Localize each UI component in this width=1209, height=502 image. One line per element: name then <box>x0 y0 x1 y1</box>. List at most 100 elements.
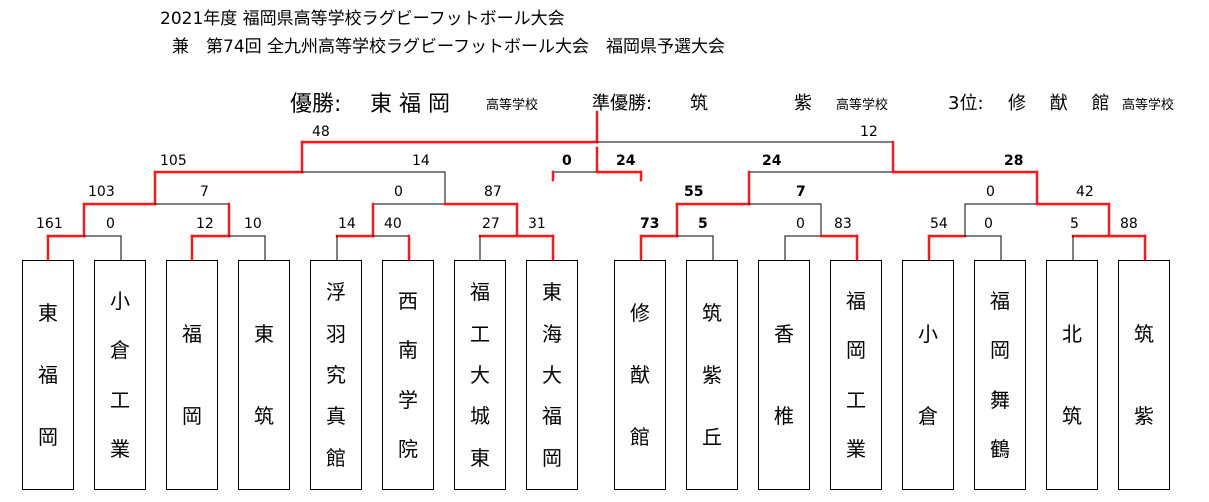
team-name-char: 大 <box>542 362 562 387</box>
team-box: 筑紫丘 <box>686 260 738 490</box>
team-name-char: 岡 <box>38 425 58 449</box>
score-r1-4a: 27 <box>482 216 500 232</box>
champion-label: 優勝: <box>290 92 342 117</box>
team-name-char: 東 <box>254 321 274 346</box>
team-box: 香椎 <box>758 260 810 490</box>
score-left-q2-a: 0 <box>394 184 403 200</box>
team-name-char: 福 <box>542 404 562 429</box>
team-box: 修猷館 <box>614 260 666 490</box>
score-right-q2-a: 0 <box>986 184 995 200</box>
team-name-char: 北 <box>1062 321 1082 346</box>
team-box: 小倉 <box>902 260 954 490</box>
team-name-char: 猷 <box>630 363 650 387</box>
score-r2-3b: 0 <box>984 216 993 232</box>
team-box: 東筑 <box>238 260 290 490</box>
score-left-q1-b: 7 <box>200 184 209 200</box>
team-name-char: 紫 <box>1134 404 1154 429</box>
team-name-char: 東 <box>38 301 58 325</box>
score-r2-4a: 5 <box>1070 216 1079 232</box>
team-name-char: 倉 <box>110 338 130 363</box>
score-r2-1b: 5 <box>698 216 708 232</box>
score-third-b: 24 <box>616 153 636 169</box>
score-r1-3a: 14 <box>338 216 356 232</box>
score-r2-4b: 88 <box>1120 216 1138 232</box>
team-name-char: 工 <box>846 387 866 412</box>
score-r1-1a: 161 <box>36 216 63 232</box>
team-name-char: 南 <box>398 338 418 363</box>
team-name-char: 丘 <box>702 425 722 449</box>
score-r2-2a: 0 <box>796 216 805 232</box>
team-name-char: 業 <box>110 437 130 462</box>
team-name-char: 福 <box>990 288 1010 313</box>
team-name-char: 福 <box>846 288 866 313</box>
team-name-char: 筑 <box>702 301 722 325</box>
team-name-char: 業 <box>846 437 866 462</box>
score-left-semi-a: 105 <box>160 153 187 169</box>
team-name-char: 館 <box>326 445 346 470</box>
score-left-q1-a: 103 <box>88 184 115 200</box>
title-line-1: 2021年度 福岡県高等学校ラグビーフットボール大会 <box>160 9 565 29</box>
team-name-char: 福 <box>38 363 58 387</box>
team-name-char: 岡 <box>542 445 562 470</box>
team-name-char: 鶴 <box>990 437 1010 462</box>
score-right-q1-b: 7 <box>796 184 806 200</box>
team-name-char: 岡 <box>990 338 1010 363</box>
score-r2-1a: 73 <box>640 216 660 232</box>
team-name-char: 東 <box>470 445 490 470</box>
score-r1-4b: 31 <box>528 216 546 232</box>
team-name-char: 紫 <box>702 363 722 387</box>
team-box: 東海大福岡 <box>526 260 578 490</box>
team-box: 福岡舞鶴 <box>974 260 1026 490</box>
score-r1-2b: 10 <box>244 216 262 232</box>
team-name-char: 福 <box>470 280 490 305</box>
team-name-char: 舞 <box>990 387 1010 412</box>
team-name-char: 筑 <box>254 404 274 429</box>
team-box: 東福岡 <box>22 260 74 490</box>
score-r2-2b: 83 <box>834 216 852 232</box>
score-right-q2-b: 42 <box>1076 184 1094 200</box>
score-right-semi-b: 28 <box>1004 153 1024 169</box>
team-name-char: 真 <box>326 404 346 429</box>
team-name-char: 大 <box>470 362 490 387</box>
team-box: 西南学院 <box>382 260 434 490</box>
team-name-char: 浮 <box>326 280 346 305</box>
score-left-semi-b: 14 <box>412 153 430 169</box>
team-name-char: 院 <box>398 437 418 462</box>
team-name-char: 小 <box>110 288 130 313</box>
team-name-char: 修 <box>630 301 650 325</box>
runner-up-suffix: 高等学校 <box>836 98 889 113</box>
team-name-char: 西 <box>398 288 418 313</box>
score-r1-3b: 40 <box>384 216 402 232</box>
team-name-char: 工 <box>110 387 130 412</box>
score-third-a: 0 <box>562 153 572 169</box>
score-r1-2a: 12 <box>196 216 214 232</box>
team-name-char: 岡 <box>846 338 866 363</box>
team-box: 福岡 <box>166 260 218 490</box>
score-r2-3a: 54 <box>930 216 948 232</box>
team-name-char: 椎 <box>774 404 794 429</box>
team-box: 浮羽究真館 <box>310 260 362 490</box>
score-right-semi-a: 24 <box>762 153 782 169</box>
team-name-char: 倉 <box>918 404 938 429</box>
team-name-char: 小 <box>918 321 938 346</box>
team-name-char: 館 <box>630 425 650 449</box>
team-box: 筑紫 <box>1118 260 1170 490</box>
team-name-char: 筑 <box>1134 321 1154 346</box>
champion-name: 東 福 岡 <box>370 92 450 117</box>
score-final-right: 12 <box>860 124 878 140</box>
team-name-char: 岡 <box>182 404 202 429</box>
team-box: 小倉工業 <box>94 260 146 490</box>
team-name-char: 香 <box>774 321 794 346</box>
score-left-q2-b: 87 <box>484 184 502 200</box>
runner-up-name-a: 筑 <box>690 93 708 114</box>
score-r1-1b: 0 <box>106 216 115 232</box>
champion-suffix: 高等学校 <box>486 98 539 113</box>
title-line-2: 兼 第74回 全九州高等学校ラグビーフットボール大会 福岡県予選大会 <box>172 37 726 57</box>
team-box: 北筑 <box>1046 260 1098 490</box>
team-name-char: 海 <box>542 321 562 346</box>
score-final-left: 48 <box>312 124 330 140</box>
team-name-char: 工 <box>470 321 490 346</box>
third-name: 修 猷 館 <box>1008 93 1110 114</box>
runner-up-name-b: 紫 <box>794 93 812 114</box>
